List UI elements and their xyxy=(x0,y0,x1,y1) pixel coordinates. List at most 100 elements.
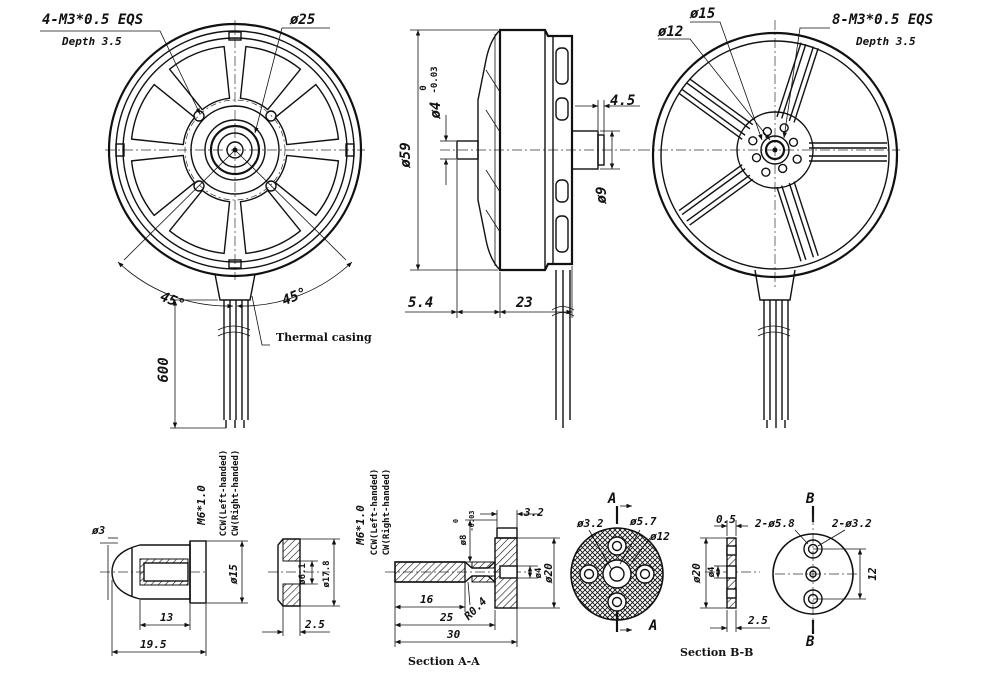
rear-spoke-edge xyxy=(788,46,815,122)
front-vent-window xyxy=(168,45,231,111)
rear-mount-hole xyxy=(761,167,771,177)
section-b-dia-20-label: ø20 xyxy=(690,563,703,584)
front-vent-window xyxy=(274,154,340,217)
rear-spoke-edge xyxy=(788,182,815,258)
section-b-marker-bottom: B xyxy=(805,634,815,650)
front-vent-window xyxy=(130,154,196,217)
adapter-r-0-4-label: R0.4 xyxy=(462,595,490,623)
side-dia-9-label: ø9 xyxy=(594,187,610,205)
section-b-dia-4-label: ø4 xyxy=(707,566,717,577)
rear-mount-hole xyxy=(762,126,773,137)
adapter-cw-label: CW(Right-handed) xyxy=(381,469,392,556)
adapter-dia-4-label: ø4 xyxy=(534,567,544,578)
nut-dia-3-label: ø3 xyxy=(91,524,106,537)
section-a-a-label: Section A-A xyxy=(408,655,480,668)
rear-spoke-edge xyxy=(681,168,746,216)
front-mount-depth-label: Depth 3.5 xyxy=(61,35,122,48)
rear-mount-depth-label: Depth 3.5 xyxy=(855,35,916,48)
rear-mount-hole xyxy=(779,123,789,133)
rear-spoke-edge xyxy=(678,92,743,140)
nut-cw-label: CW(Right-handed) xyxy=(230,450,241,537)
section-a-marker-top: A xyxy=(607,491,616,507)
side-dim-23-label: 23 xyxy=(515,295,533,311)
rear-spoke-edge xyxy=(776,186,802,262)
rear-spoke-edge xyxy=(686,174,751,222)
front-lead-length-label: 600 xyxy=(156,357,172,382)
adapter-dim-16-label: 16 xyxy=(420,593,434,606)
section-a-face xyxy=(570,503,664,633)
front-vent-window xyxy=(239,189,302,255)
side-dia-59-label: ø59 xyxy=(398,142,414,168)
section-b-marker-top: B xyxy=(805,491,815,507)
adapter-dia-20-label: ø20 xyxy=(542,563,555,584)
front-vent-window xyxy=(274,83,340,146)
rear-dia-12-label: ø12 xyxy=(657,24,683,40)
front-angle-left-label: 45° xyxy=(158,289,187,313)
section-b-dim-12-label: 12 xyxy=(866,567,879,581)
side-dim-4-5-label: 4.5 xyxy=(610,93,635,109)
rear-spoke-edge xyxy=(793,181,819,256)
thermal-casing-label: Thermal casing xyxy=(276,331,372,344)
rear-spoke-edge xyxy=(776,42,802,118)
rear-spoke-edge xyxy=(686,82,751,130)
side-view xyxy=(405,28,640,428)
section-b-holes-3-2-label: 2-ø3.2 xyxy=(831,517,872,530)
section-b-dim-0-5-label: 0.5 xyxy=(716,513,736,526)
front-vent-window xyxy=(130,83,196,146)
section-b-holes-5-8-label: 2-ø5.8 xyxy=(754,517,795,530)
rear-spoke-edge xyxy=(678,164,743,212)
rear-mount-hole xyxy=(777,163,788,174)
front-mount-holes-label: 4-M3*0.5 EQS xyxy=(42,12,143,28)
front-dia-25-label: ø25 xyxy=(289,12,315,28)
section-b-b-label: Section B-B xyxy=(680,646,753,659)
side-shaft-tol-lower: -0.03 xyxy=(430,66,440,93)
rear-mount-holes-label: 8-M3*0.5 EQS xyxy=(832,12,933,28)
section-a-marker-bottom: A xyxy=(648,618,657,634)
section-a-dia-5-7-label: ø5.7 xyxy=(629,515,657,528)
rear-mount-hole xyxy=(751,152,762,163)
front-vent-window xyxy=(168,189,231,255)
adapter-thread-label: M6*1.0 xyxy=(354,505,367,546)
front-vent-window xyxy=(239,45,302,111)
prop-nut-drawing xyxy=(100,537,248,656)
rear-mount-hole xyxy=(792,154,802,164)
front-angle-right-label: 45° xyxy=(280,285,309,309)
washer-dim-2-5-label: 2.5 xyxy=(304,618,325,631)
section-a-dia-3-2-label: ø3.2 xyxy=(576,517,604,530)
nut-dia-15-label: ø15 xyxy=(227,564,240,585)
rear-spoke-edge xyxy=(689,78,754,126)
adapter-dim-25-label: 25 xyxy=(439,611,454,624)
washer-dia-6-1-label: ø6.1 xyxy=(298,563,308,585)
washer-dia-17-8-label: ø17.8 xyxy=(322,560,332,587)
section-b-dim-2-5-label: 2.5 xyxy=(747,614,768,627)
rear-spoke-edge xyxy=(781,185,807,260)
rear-dia-15-label: ø15 xyxy=(689,6,715,22)
adapter-dim-30-label: 30 xyxy=(446,628,461,641)
section-a-dia-12-label: ø12 xyxy=(649,530,670,543)
rear-view xyxy=(640,20,900,428)
rear-spoke-edge xyxy=(689,178,754,226)
adapter-dim-3-2-label: 3.2 xyxy=(523,506,544,519)
side-dim-5-4-label: 5.4 xyxy=(408,295,433,311)
nut-dim-13-label: 13 xyxy=(160,611,174,624)
side-shaft-tol-upper: 0 xyxy=(419,85,429,90)
washer-drawing xyxy=(262,538,340,636)
rear-mount-hole xyxy=(788,137,799,148)
nut-ccw-label: CCW(Left-handed) xyxy=(219,450,229,537)
rear-spoke-edge xyxy=(681,88,746,136)
rear-spoke-edge xyxy=(793,48,819,123)
adapter-dia-8-tol-upper: 0 xyxy=(452,519,460,523)
section-b-face xyxy=(772,506,866,634)
adapter-dia-8-tol-lower: -0.03 xyxy=(468,510,476,531)
side-shaft-dia-label: ø4 xyxy=(428,102,444,120)
prop-adapter-drawing xyxy=(385,510,560,647)
rear-spoke-edge xyxy=(781,44,807,119)
adapter-ccw-label: CCW(Left-handed) xyxy=(370,469,380,556)
section-b-drawing xyxy=(700,520,770,632)
nut-dim-19-5-label: 19.5 xyxy=(140,638,167,651)
nut-thread-label: M6*1.0 xyxy=(195,485,208,526)
front-view xyxy=(40,20,365,429)
adapter-dia-8-label: ø8 xyxy=(459,535,469,546)
rear-mount-hole xyxy=(748,136,758,146)
